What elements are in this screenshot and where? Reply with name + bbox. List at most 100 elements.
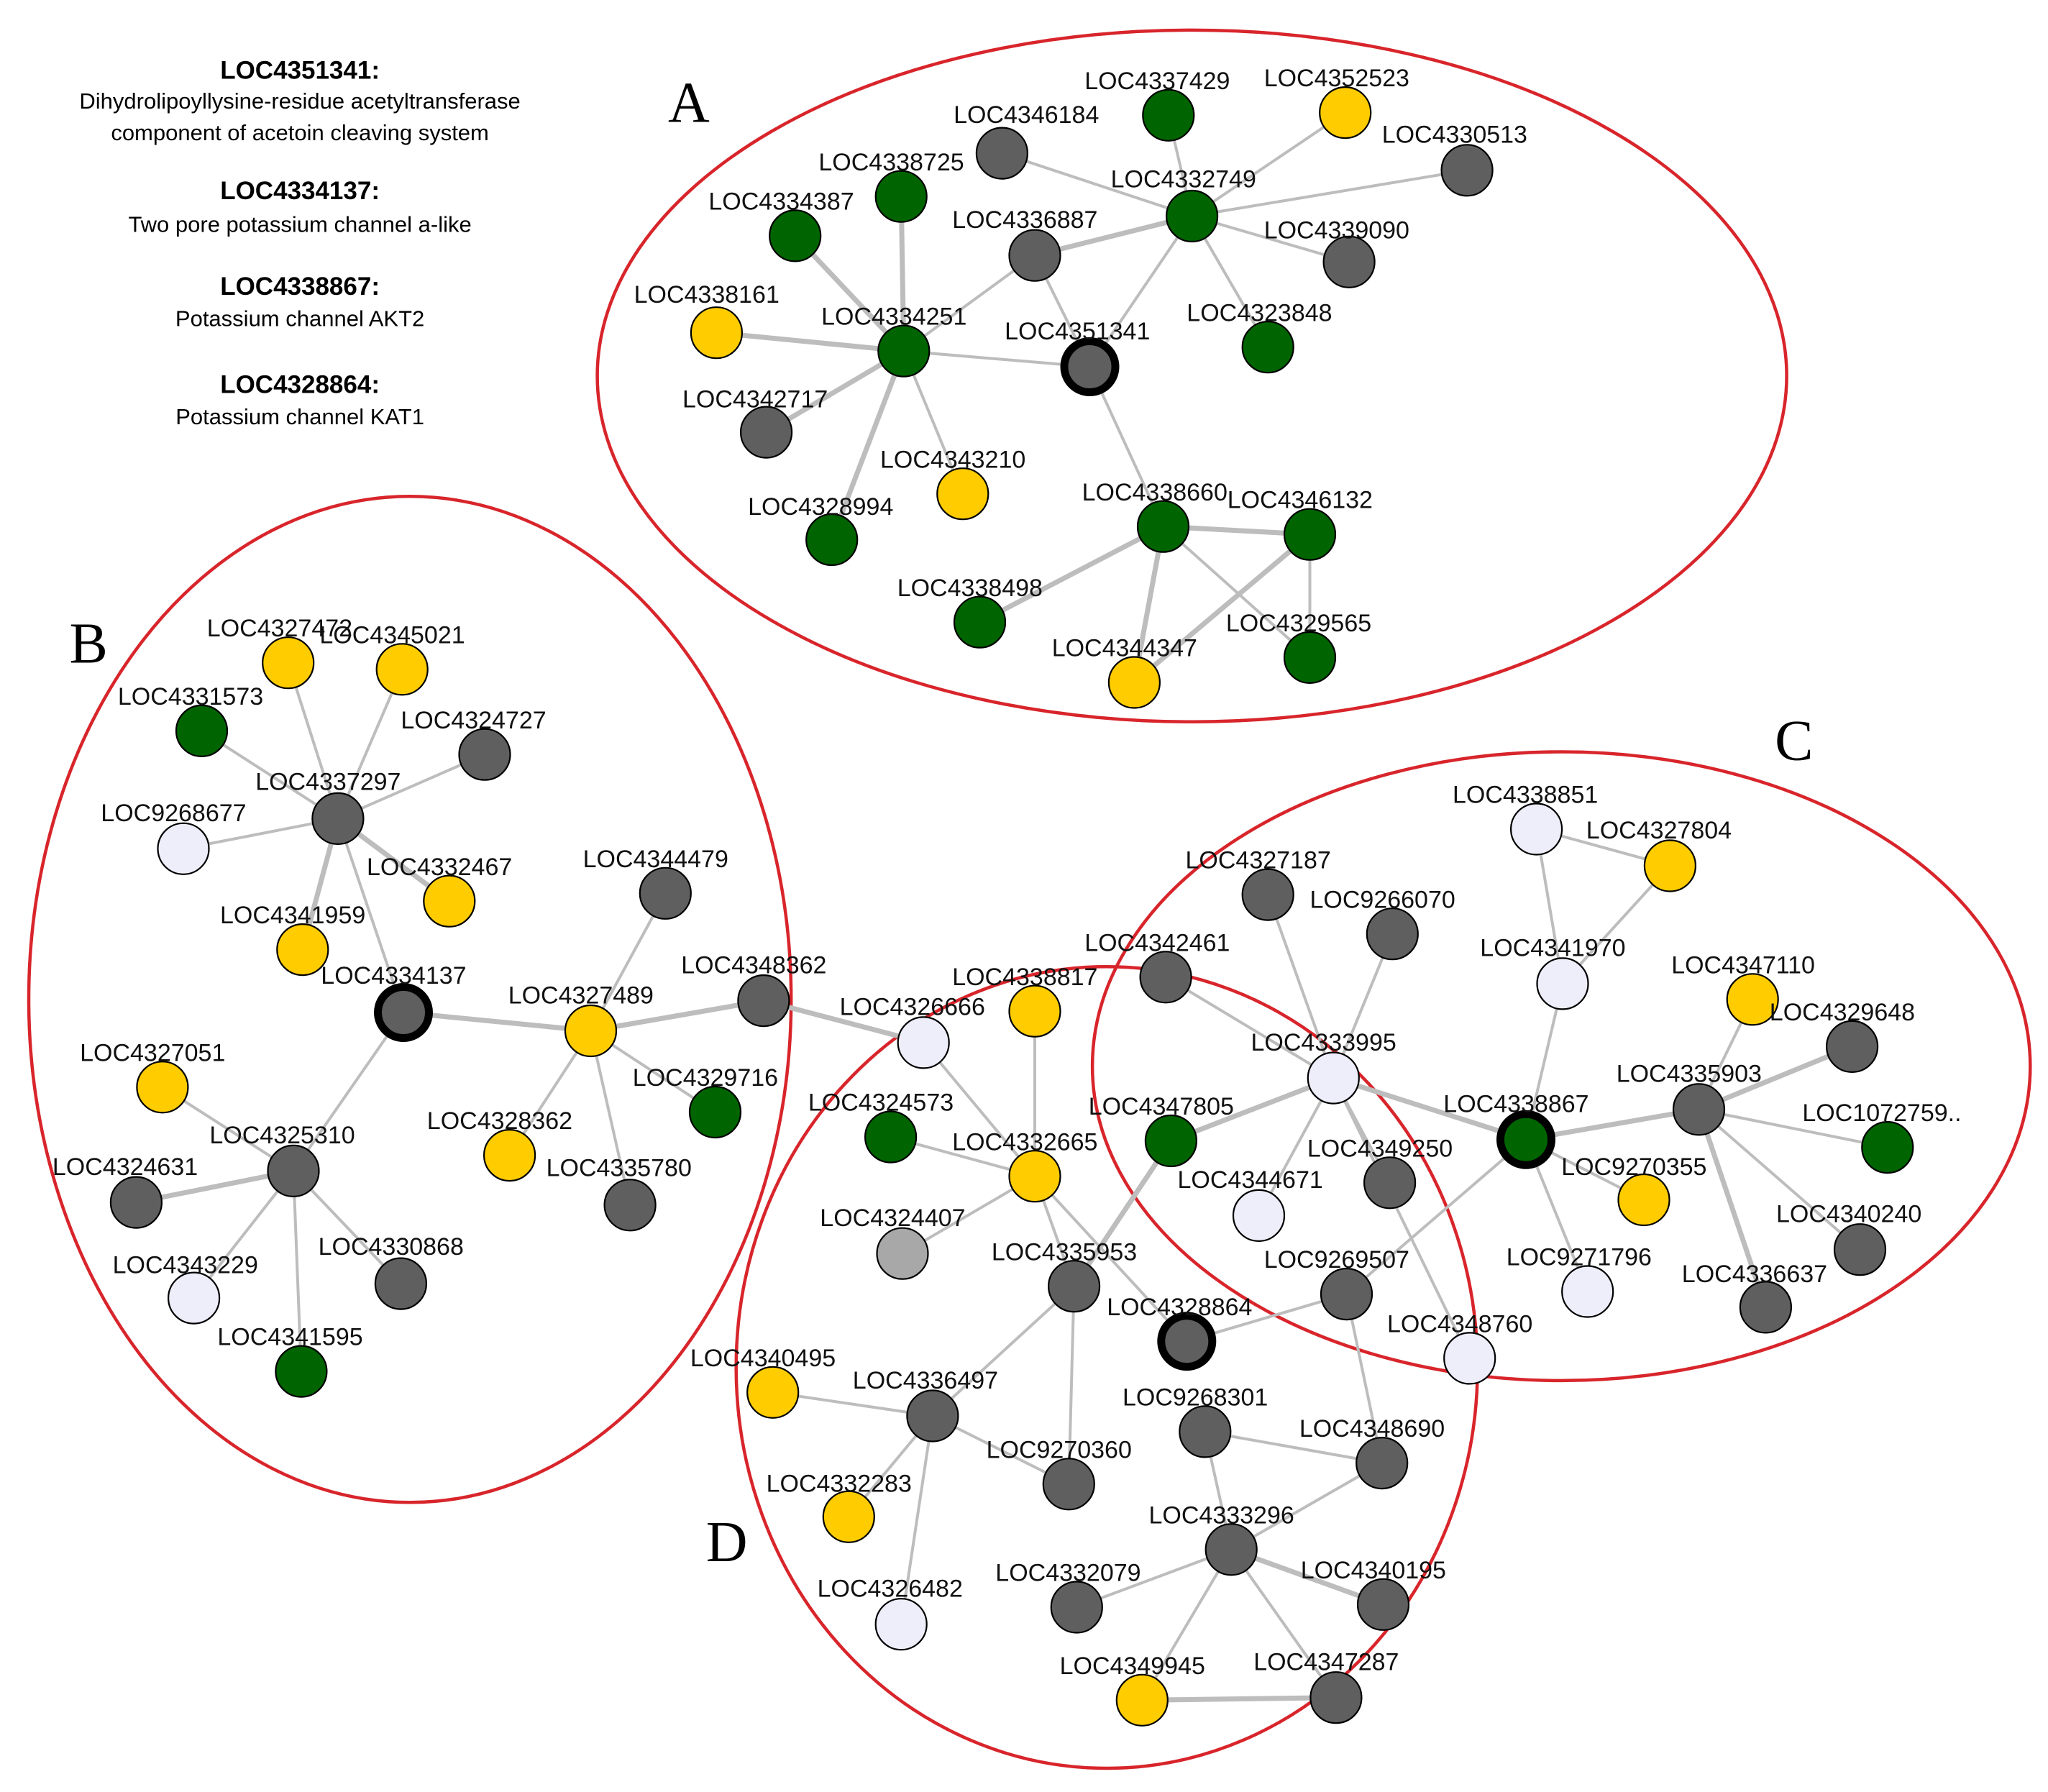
- gene-node[interactable]: [1739, 1281, 1792, 1334]
- gene-node[interactable]: [1536, 957, 1589, 1010]
- gene-node[interactable]: [1319, 86, 1372, 140]
- node-label: LOC4334387: [708, 188, 854, 215]
- gene-node[interactable]: [874, 170, 928, 223]
- edge-n77-n80: [1228, 1547, 1386, 1607]
- node-label: LOC4330868: [319, 1233, 464, 1261]
- gene-node[interactable]: [603, 1179, 657, 1232]
- gene-node[interactable]: [1136, 500, 1190, 553]
- gene-node[interactable]: [1440, 144, 1494, 197]
- gene-node[interactable]: [975, 127, 1029, 180]
- hub-node[interactable]: [1496, 1110, 1555, 1169]
- gene-node[interactable]: [1241, 868, 1294, 921]
- gene-node[interactable]: [157, 822, 210, 875]
- gene-node[interactable]: [136, 1061, 189, 1114]
- edge-n69-n75: [1067, 1284, 1076, 1486]
- edge-n32-n36: [589, 1029, 632, 1207]
- gene-node[interactable]: [1047, 1260, 1101, 1313]
- gene-node[interactable]: [1356, 1578, 1410, 1631]
- gene-node[interactable]: [874, 1598, 928, 1651]
- gene-node[interactable]: [1356, 1436, 1409, 1490]
- gene-node[interactable]: [1672, 1083, 1726, 1136]
- edge-n45-n48: [1561, 864, 1672, 985]
- hub-node[interactable]: [1060, 337, 1120, 396]
- gene-node[interactable]: [688, 1085, 742, 1139]
- gene-node[interactable]: [311, 792, 365, 846]
- gene-node[interactable]: [1050, 1581, 1103, 1634]
- gene-node[interactable]: [1139, 951, 1192, 1004]
- gene-node[interactable]: [739, 406, 793, 459]
- gene-node[interactable]: [1115, 1673, 1169, 1727]
- gene-node[interactable]: [109, 1176, 163, 1229]
- edge-n77-n74: [1230, 1461, 1384, 1551]
- gene-node[interactable]: [423, 874, 476, 928]
- gene-node[interactable]: [822, 1490, 875, 1543]
- gene-node[interactable]: [1042, 1458, 1095, 1511]
- gene-node[interactable]: [1363, 1156, 1417, 1210]
- gene-node[interactable]: [1283, 508, 1337, 561]
- node-label: LOC4343210: [880, 446, 1025, 473]
- gene-node[interactable]: [953, 595, 1007, 649]
- gene-node[interactable]: [1307, 1051, 1360, 1105]
- edge-n22-n27: [336, 817, 405, 1014]
- hub-node[interactable]: [374, 983, 433, 1042]
- node-label: LOC4337429: [1084, 68, 1230, 95]
- gene-node[interactable]: [876, 1227, 929, 1280]
- gene-node[interactable]: [276, 923, 329, 977]
- gene-node[interactable]: [639, 867, 692, 920]
- gene-node[interactable]: [737, 974, 790, 1028]
- gene-node[interactable]: [1008, 1150, 1061, 1203]
- gene-node[interactable]: [864, 1110, 918, 1164]
- gene-node[interactable]: [1179, 1405, 1232, 1458]
- gene-node[interactable]: [267, 1144, 320, 1198]
- gene-node[interactable]: [1232, 1189, 1286, 1243]
- gene-node[interactable]: [1107, 656, 1161, 709]
- hub-node[interactable]: [1157, 1312, 1217, 1371]
- gene-node[interactable]: [1008, 984, 1061, 1038]
- node-label: LOC4338867: [1443, 1091, 1588, 1118]
- gene-node[interactable]: [374, 1257, 428, 1310]
- gene-node[interactable]: [897, 1016, 950, 1069]
- gene-node[interactable]: [1833, 1223, 1887, 1276]
- gene-node[interactable]: [690, 306, 744, 360]
- gene-node[interactable]: [1510, 803, 1563, 856]
- gene-node[interactable]: [1008, 229, 1061, 282]
- gene-node[interactable]: [1726, 973, 1779, 1026]
- gene-node[interactable]: [1443, 1332, 1496, 1385]
- edge-n53-n50: [1696, 1043, 1855, 1112]
- node-label: LOC4338660: [1082, 479, 1228, 506]
- node-label: LOC4326666: [840, 994, 985, 1021]
- gene-node[interactable]: [1309, 1671, 1363, 1724]
- gene-node[interactable]: [1165, 189, 1219, 243]
- node-label: LOC4338498: [897, 575, 1043, 602]
- gene-node[interactable]: [1283, 631, 1337, 685]
- gene-node[interactable]: [805, 513, 859, 567]
- gene-node[interactable]: [483, 1128, 536, 1182]
- edge-n52-n46: [1266, 893, 1335, 1080]
- gene-node[interactable]: [1826, 1020, 1879, 1074]
- node-labels: LOC4351341LOC4334251LOC4338725LOC4334387…: [52, 65, 1962, 1680]
- gene-node[interactable]: [1142, 88, 1195, 142]
- gene-node[interactable]: [746, 1366, 800, 1419]
- gene-node[interactable]: [1204, 1523, 1258, 1576]
- gene-node[interactable]: [1561, 1265, 1614, 1318]
- gene-node[interactable]: [1144, 1114, 1198, 1168]
- gene-node[interactable]: [769, 209, 822, 262]
- gene-node[interactable]: [375, 643, 429, 696]
- gene-node[interactable]: [564, 1004, 618, 1058]
- gene-node[interactable]: [275, 1345, 328, 1398]
- gene-node[interactable]: [1241, 321, 1294, 374]
- gene-node[interactable]: [877, 324, 931, 378]
- gene-node[interactable]: [262, 636, 315, 690]
- gene-node[interactable]: [1861, 1120, 1914, 1174]
- gene-node[interactable]: [1643, 839, 1696, 892]
- gene-node[interactable]: [458, 728, 511, 781]
- gene-node[interactable]: [936, 467, 989, 521]
- gene-node[interactable]: [1617, 1173, 1670, 1227]
- gene-node[interactable]: [906, 1389, 959, 1443]
- gene-node[interactable]: [175, 704, 229, 758]
- gene-node[interactable]: [1366, 908, 1419, 961]
- gene-node[interactable]: [1322, 235, 1376, 288]
- gene-node[interactable]: [168, 1271, 221, 1325]
- gene-node[interactable]: [1320, 1267, 1373, 1321]
